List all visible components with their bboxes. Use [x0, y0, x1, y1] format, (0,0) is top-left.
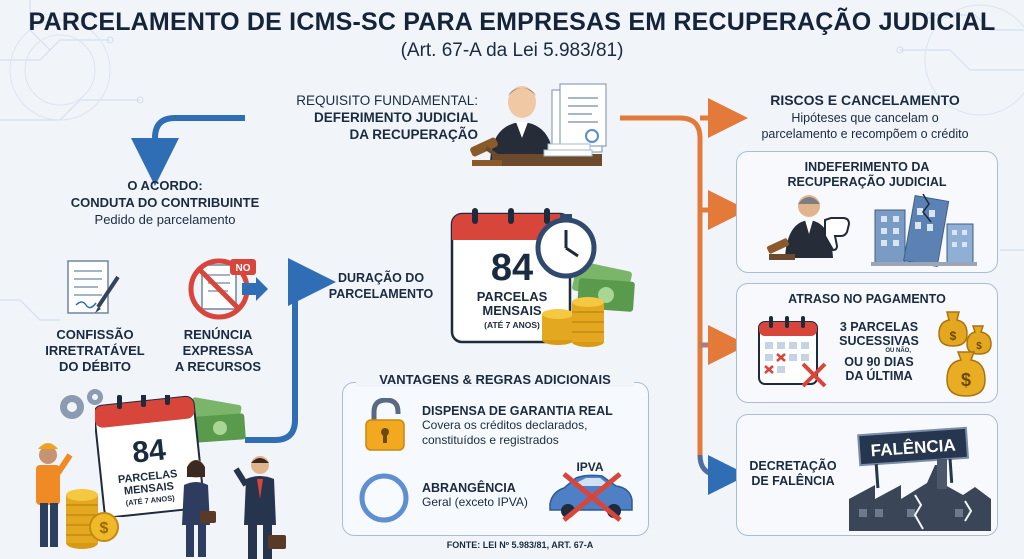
judge-thumbs-down-icon — [766, 193, 977, 268]
arrow-requisito-to-acordo — [131, 115, 245, 186]
vantagem-abrangencia: ABRANGÊNCIA Geral (exceto IPVA) — [422, 481, 552, 510]
small-calendar: 84 PARCELAS MENSAIS (ATÉ 7 ANOS) — [95, 395, 203, 517]
no-badge: NO — [236, 263, 251, 274]
crumbling-buildings-icon — [871, 193, 977, 268]
requisito-heading: REQUISITO FUNDAMENTAL: — [296, 93, 478, 108]
renuncia-caption: RENÚNCIA EXPRESSA A RECURSOS — [168, 327, 268, 375]
indeferimento-line1: INDEFERIMENTO DA — [804, 160, 930, 174]
renuncia-line2: EXPRESSA — [182, 343, 254, 358]
confissao-line3: DO DÉBITO — [59, 359, 131, 374]
bankrupt-factory-icon: FALÊNCIA — [849, 426, 991, 531]
big-calendar-line2: MENSAIS — [482, 303, 542, 318]
falencia-title: DECRETAÇÃO DE FALÊNCIA — [743, 459, 843, 489]
vantagens-title: VANTAGENS & REGRAS ADICIONAIS — [356, 372, 634, 387]
big-calendar-note: (ATÉ 7 ANOS) — [484, 320, 540, 330]
requisito-line1: DEFERIMENTO JUDICIAL — [313, 110, 478, 125]
acordo-subtitle: Pedido de parcelamento — [94, 212, 236, 227]
duracao-line1: DURAÇÃO DO — [337, 271, 425, 285]
svg-text:$: $ — [961, 370, 971, 390]
indeferimento-title: INDEFERIMENTO DA RECUPERAÇÃO JUDICIAL — [737, 160, 997, 190]
gear-icon — [60, 389, 103, 419]
garantia-title: DISPENSA DE GARANTIA REAL — [422, 404, 613, 418]
arrow-calendar-to-duracao — [245, 258, 336, 443]
risk-box-indeferimento: INDEFERIMENTO DA RECUPERAÇÃO JUDICIAL — [736, 151, 998, 273]
garantia-desc-line1: Covera os créditos declarados, — [422, 418, 588, 432]
confissao-line1: CONFISSÃO — [56, 327, 134, 342]
riscos-desc-line2: parcelamento e recompõem o crédito — [761, 127, 969, 141]
source-footer: FONTE: LEI Nº 5.983/81, ART. 67-A — [446, 540, 594, 550]
atraso-line1: 3 PARCELAS — [839, 320, 919, 334]
confissao-line2: IRRETRATÁVEL — [45, 343, 145, 358]
coin-stack-icon — [542, 297, 604, 347]
big-calendar-text: PARCELAS MENSAIS (ATÉ 7 ANOS) — [452, 290, 572, 332]
businessman-icon — [233, 456, 286, 559]
globe-circle-icon — [359, 473, 409, 523]
atraso-line3: OU 90 DIAS — [844, 355, 914, 369]
confissao-caption: CONFISSÃO IRRETRATÁVEL DO DÉBITO — [40, 327, 150, 375]
renuncia-line3: A RECURSOS — [174, 359, 262, 374]
acordo-title-line1: O ACORDO: — [127, 178, 203, 193]
big-calendar-line1: PARCELAS — [476, 289, 548, 304]
risk-box-atraso: ATRASO NO PAGAMENTO 3 PARCELAS SUCESSIVA… — [736, 283, 998, 403]
atraso-line2: SUCESSIVAS — [839, 334, 919, 348]
falencia-line1: DECRETAÇÃO — [749, 459, 837, 473]
duracao-label: DURAÇÃO DO PARCELAMENTO — [316, 270, 446, 302]
risk-box-falencia: DECRETAÇÃO DE FALÊNCIA FALÊNCIA — [736, 414, 998, 536]
ipva-car-excluded-icon: IPVA — [549, 460, 633, 522]
garantia-desc-line2: constituídos e registrados — [422, 433, 559, 447]
riscos-desc-line1: Hipóteses que cancelam o — [791, 111, 939, 125]
arrow-branch-trunk — [620, 115, 703, 455]
ipva-label: IPVA — [576, 460, 603, 474]
requisito-line2: DA RECUPERAÇÃO — [349, 127, 478, 142]
calendar-missed-icon — [758, 316, 827, 388]
prohibited-document-icon: NO — [188, 258, 268, 320]
svg-text:$: $ — [976, 341, 982, 352]
atraso-line4: DA ÚLTIMA — [845, 369, 913, 383]
acordo-title: O ACORDO: CONDUTA DO CONTRIBUINTE — [40, 177, 290, 211]
money-bags-icon: $ $ $ — [938, 311, 992, 397]
indeferimento-line2: RECUPERAÇÃO JUDICIAL — [787, 175, 947, 189]
falencia-line2: DE FALÊNCIA — [751, 474, 835, 488]
judge-icon — [470, 83, 607, 166]
duracao-line2: PARCELAMENTO — [328, 287, 434, 301]
riscos-title: RISCOS E CANCELAMENTO — [770, 92, 960, 108]
page-subtitle: (Art. 67-A da Lei 5.983/81) — [400, 40, 624, 61]
requisito-label: REQUISITO FUNDAMENTAL: DEFERIMENTO JUDIC… — [250, 92, 478, 143]
atraso-condition: 3 PARCELAS SUCESSIVAS OU NÃO, OU 90 DIAS… — [837, 320, 921, 383]
svg-text:$: $ — [950, 329, 957, 343]
calendar-icon — [95, 395, 203, 517]
big-calendar-illustration — [450, 208, 635, 347]
signed-document-icon — [67, 260, 120, 314]
arrow-to-box3 — [697, 454, 748, 495]
abrangencia-title: ABRANGÊNCIA — [422, 481, 516, 495]
businesswoman-icon — [182, 460, 216, 557]
vantagem-garantia: DISPENSA DE GARANTIA REAL Covera os créd… — [422, 404, 644, 448]
dollar-coin-icon: $ — [89, 512, 119, 542]
coins-and-people-illustration: $ — [66, 456, 286, 559]
atraso-small-note: OU NÃO, — [885, 348, 911, 354]
clock-icon — [535, 214, 597, 279]
big-calendar-number: 84 — [490, 247, 534, 289]
acordo-title-line2: CONDUTA DO CONTRIBUINTE — [70, 195, 260, 210]
riscos-description: Hipóteses que cancelam o parcelamento e … — [735, 110, 995, 142]
abrangencia-desc: Geral (exceto IPVA) — [422, 495, 528, 509]
renuncia-line1: RENÚNCIA — [183, 327, 253, 342]
atraso-title: ATRASO NO PAGAMENTO — [788, 292, 946, 306]
business-scene-illustration — [36, 389, 246, 547]
svg-text:$: $ — [100, 520, 109, 537]
unlocked-padlock-icon — [365, 398, 405, 451]
page-title: PARCELAMENTO DE ICMS-SC PARA EMPRESAS EM… — [28, 8, 996, 36]
